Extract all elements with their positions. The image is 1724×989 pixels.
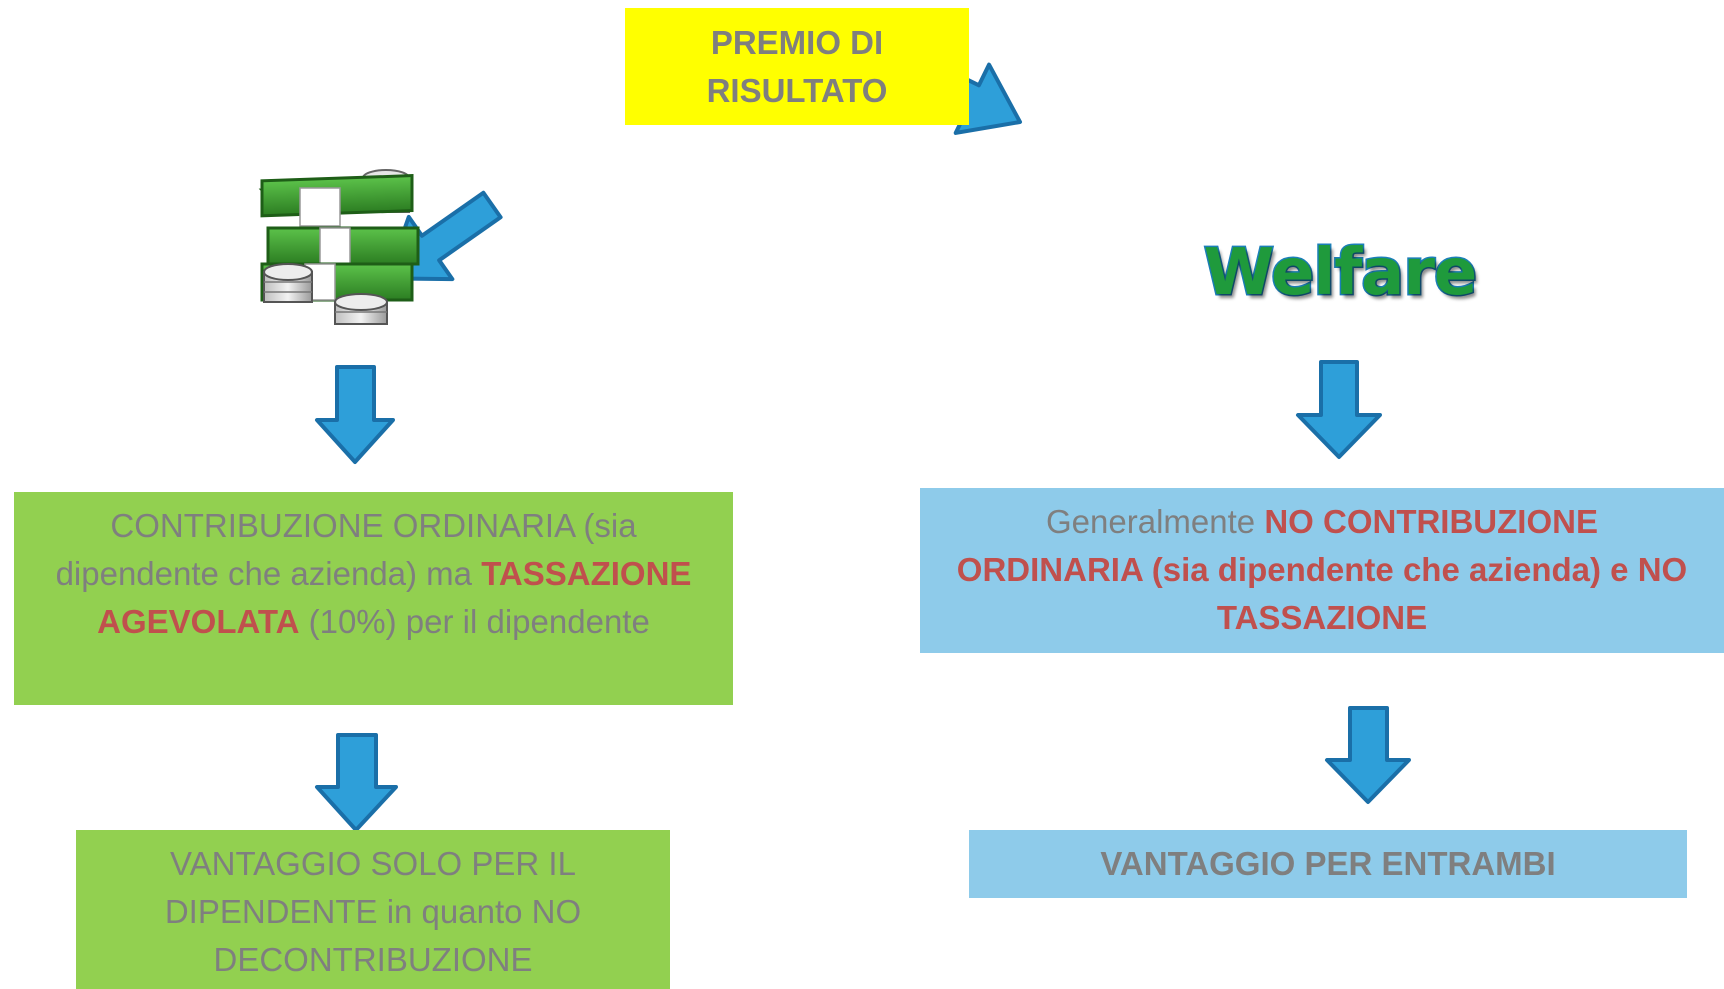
- contribuzione-part-2: (10%) per il dipendente: [299, 603, 650, 640]
- premio-di-risultato-box: PREMIO DI RISULTATO: [625, 8, 969, 125]
- arrow-down-left-1-icon: [315, 365, 395, 464]
- arrow-down-right-2-icon: [1325, 706, 1411, 804]
- vantaggio-dipendente-line-1: VANTAGGIO SOLO PER IL: [170, 845, 576, 882]
- vantaggio-dipendente-line-3: DECONTRIBUZIONE: [213, 941, 533, 978]
- vantaggio-entrambi-text: VANTAGGIO PER ENTRAMBI: [1100, 845, 1556, 882]
- vantaggio-entrambi-box: VANTAGGIO PER ENTRAMBI: [969, 830, 1687, 898]
- vantaggio-dipendente-line-2: DIPENDENTE in quanto NO: [164, 893, 582, 930]
- no-contribuzione-text: Generalmente NO CONTRIBUZIONE ORDINARIA …: [950, 498, 1694, 642]
- contribuzione-ordinaria-box: CONTRIBUZIONE ORDINARIA (sia dipendente …: [14, 492, 733, 705]
- no-contribuzione-highlight: NO CONTRIBUZIONE ORDINARIA (sia dipenden…: [956, 503, 1688, 636]
- money-stack-icon: [258, 169, 420, 325]
- coin-stack-icon: [334, 293, 388, 325]
- vantaggio-dipendente-box: VANTAGGIO SOLO PER IL DIPENDENTE in quan…: [76, 830, 670, 989]
- arrow-down-right-1-icon: [1296, 360, 1382, 459]
- tassazione-agevolata-highlight: TASSAZIONE AGEVOLATA: [97, 555, 692, 640]
- arrow-down-left-2-icon: [315, 733, 398, 832]
- no-contribuzione-box: Generalmente NO CONTRIBUZIONE ORDINARIA …: [920, 488, 1724, 653]
- contribuzione-part-1: CONTRIBUZIONE ORDINARIA (sia dipendente …: [55, 507, 637, 592]
- generalmente-label: Generalmente: [1046, 503, 1265, 540]
- contribuzione-text: CONTRIBUZIONE ORDINARIA (sia dipendente …: [30, 502, 717, 646]
- welfare-title: Welfare: [1202, 235, 1479, 312]
- premio-line-2: RISULTATO: [706, 71, 888, 109]
- premio-line-1: PREMIO DI: [710, 23, 884, 61]
- coin-stack-icon: [263, 263, 313, 303]
